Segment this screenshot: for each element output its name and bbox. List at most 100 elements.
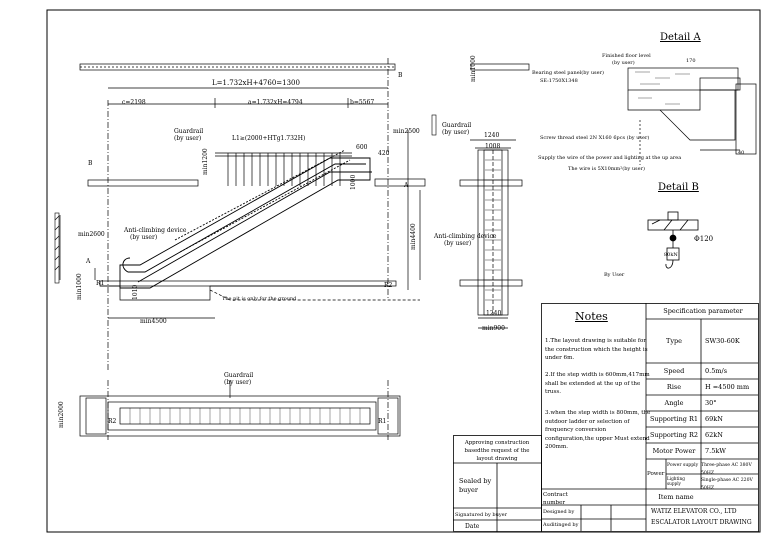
detail-a-drawing — [627, 67, 757, 165]
spec-angle-value: 30° — [705, 399, 717, 407]
pit-label: The pit is only for the ground — [222, 296, 297, 302]
min1000-label: min1000 — [76, 273, 83, 300]
section-guardrail-by-user: (by user) — [442, 129, 470, 136]
dim-b-label: b=5567 — [350, 99, 375, 106]
spec-speed-label: Speed — [663, 367, 685, 375]
detail-b-ring: Φ120 — [694, 235, 714, 243]
section-dim-1008: 1008 — [485, 143, 501, 150]
spec-lighting-label: Lighting supply — [667, 476, 685, 486]
detail-b-by-user: By User — [604, 272, 625, 278]
r1-left: R1 — [96, 280, 105, 287]
spec-angle-label: Angle — [664, 399, 684, 407]
plan-r1: R1 — [378, 418, 387, 425]
spec-header: Specification parameter — [663, 307, 743, 315]
spec-r2-value: 62kN — [705, 431, 723, 439]
guardrail-by-user: (by user) — [174, 135, 202, 142]
auditing-label: Auditinged by — [543, 522, 579, 528]
drawing-title: ESCALATOR LAYOUT DRAWING — [651, 519, 752, 526]
designed-by-label: Designed by — [543, 509, 575, 515]
plan-r2: R2 — [108, 418, 117, 425]
detail-b-drawing — [647, 211, 699, 269]
spec-lighting-value: Single-phase AC 220V 50HZ — [701, 478, 753, 491]
detail-a-screw-label: Screw thread steel 2N X160 6pcs (by user… — [540, 135, 650, 141]
r2-right: R2 — [384, 282, 393, 289]
min1200-label: min1200 — [202, 148, 209, 175]
detail-a-dim-170: 170 — [686, 58, 696, 64]
spec-rise-value: H =4500 mm — [705, 383, 750, 391]
dim-1010-label: 1010 — [132, 284, 139, 300]
detail-a-floor-level: Finished floor level — [602, 53, 651, 59]
spec-table-grid — [541, 303, 759, 532]
min2500-label: min2500 — [393, 128, 420, 135]
cross-section-view — [459, 63, 530, 329]
dim-a-label: a=1.732xH=4794 — [248, 99, 303, 106]
wall-hatch — [54, 114, 437, 284]
dim-1000-label: 1000 — [350, 174, 357, 190]
plan-guardrail-by-user: (by user) — [224, 379, 252, 386]
approving-grid — [453, 435, 542, 532]
detail-a-wire-label: The wire is 5X10mm²(by user) — [568, 166, 645, 172]
anti-climb-by-user: (by user) — [130, 234, 158, 241]
anti-climb-label: Anti-climbing device — [124, 227, 187, 234]
l1-label: L1≥(2000+HTg1.732H) — [232, 135, 306, 142]
section-dim-1240-bottom: 1240 — [486, 310, 502, 317]
dim-420-label: 420 — [378, 150, 390, 157]
dim-600-label: 600 — [356, 144, 368, 151]
min4400-label: min4400 — [410, 223, 417, 250]
mark-b-top: B — [398, 72, 403, 79]
section-min1400: min900 — [482, 325, 505, 332]
spec-type-value: SW30-60K — [705, 337, 740, 345]
plan-view — [79, 380, 401, 440]
dim-c-label: c=2198 — [122, 99, 146, 106]
spec-power-label: Power — [647, 471, 665, 477]
mark-b-left: B — [88, 160, 93, 167]
spec-power-supply-label: Power supply — [667, 463, 699, 468]
sheet-border — [46, 9, 761, 533]
spec-rise-label: Rise — [666, 383, 682, 391]
spec-power-supply-value: Three-phase AC 380V 50HZ — [701, 463, 752, 476]
sealed-by-buyer: Sealed by buyer — [459, 477, 492, 494]
overall-length-label: L=1.732xH+4760=1300 — [212, 79, 300, 87]
spec-r1-label: Supporting R1 — [649, 415, 699, 423]
min2600-label: min2600 — [78, 231, 105, 238]
detail-a-dim-40: 40 — [738, 150, 745, 156]
section-anti-climb-by-user: (by user) — [444, 240, 472, 247]
detail-b-load: 80kN — [664, 252, 678, 258]
date-label: Date — [465, 523, 480, 530]
plan-min2000-label: min2000 — [58, 401, 65, 428]
section-anti-climb-label: Anti-climbing device — [434, 233, 497, 240]
spec-type-label: Type — [665, 337, 682, 345]
spec-speed-value: 0.5m/s — [705, 367, 728, 375]
spec-r1-value: 69kN — [705, 415, 723, 423]
spec-item-name: Item name — [658, 493, 694, 501]
notes-and-spec-block: Notes 1.The layout drawing is suitable f… — [541, 303, 759, 532]
note-item-3: 3.when the step width is 800mm, the outd… — [545, 410, 651, 451]
guardrail-label: Guardrail — [174, 128, 204, 135]
company-name: WATIZ ELEVATOR CO., LTD — [651, 508, 737, 515]
mark-a-left: A — [86, 258, 91, 265]
notes-title: Notes — [575, 310, 608, 323]
side-elevation — [59, 58, 426, 372]
plan-guardrail-label: Guardrail — [224, 372, 254, 379]
detail-a-floor-by-user: (by user) — [612, 60, 635, 66]
detail-a-supply-label: Supply the wire of the power and lightin… — [538, 155, 682, 161]
mark-a-right: A — [404, 182, 409, 189]
detail-a-bearing-size: SE:1750X1348 — [540, 78, 578, 84]
guardrail-balusters — [215, 152, 352, 186]
contract-number-label: Contract number — [543, 492, 568, 506]
detail-a-bearing-plate: Bearing steel panel(by user) — [532, 70, 604, 76]
spec-motor-value: 7.5kW — [705, 447, 726, 455]
section-min1100: min1000 — [470, 55, 477, 82]
note-item-2: 2.If the step width is 600mm,417mm shall… — [545, 372, 650, 396]
note-item-1: 1.The layout drawing is suitable for the… — [545, 338, 648, 362]
approving-block: Approving construction basedthe request … — [453, 435, 542, 532]
detail-a-title: Detail A — [660, 32, 701, 43]
section-dim-1240-top: 1240 — [484, 132, 500, 139]
detail-b-title: Detail B — [658, 182, 699, 193]
escalator-truss — [119, 149, 372, 289]
section-guardrail-label: Guardrail — [442, 122, 472, 129]
min4500-label: min4500 — [140, 318, 167, 325]
spec-motor-label: Motor Power — [652, 447, 696, 455]
signatured-by-buyer: Signatured by buyer — [455, 512, 508, 518]
